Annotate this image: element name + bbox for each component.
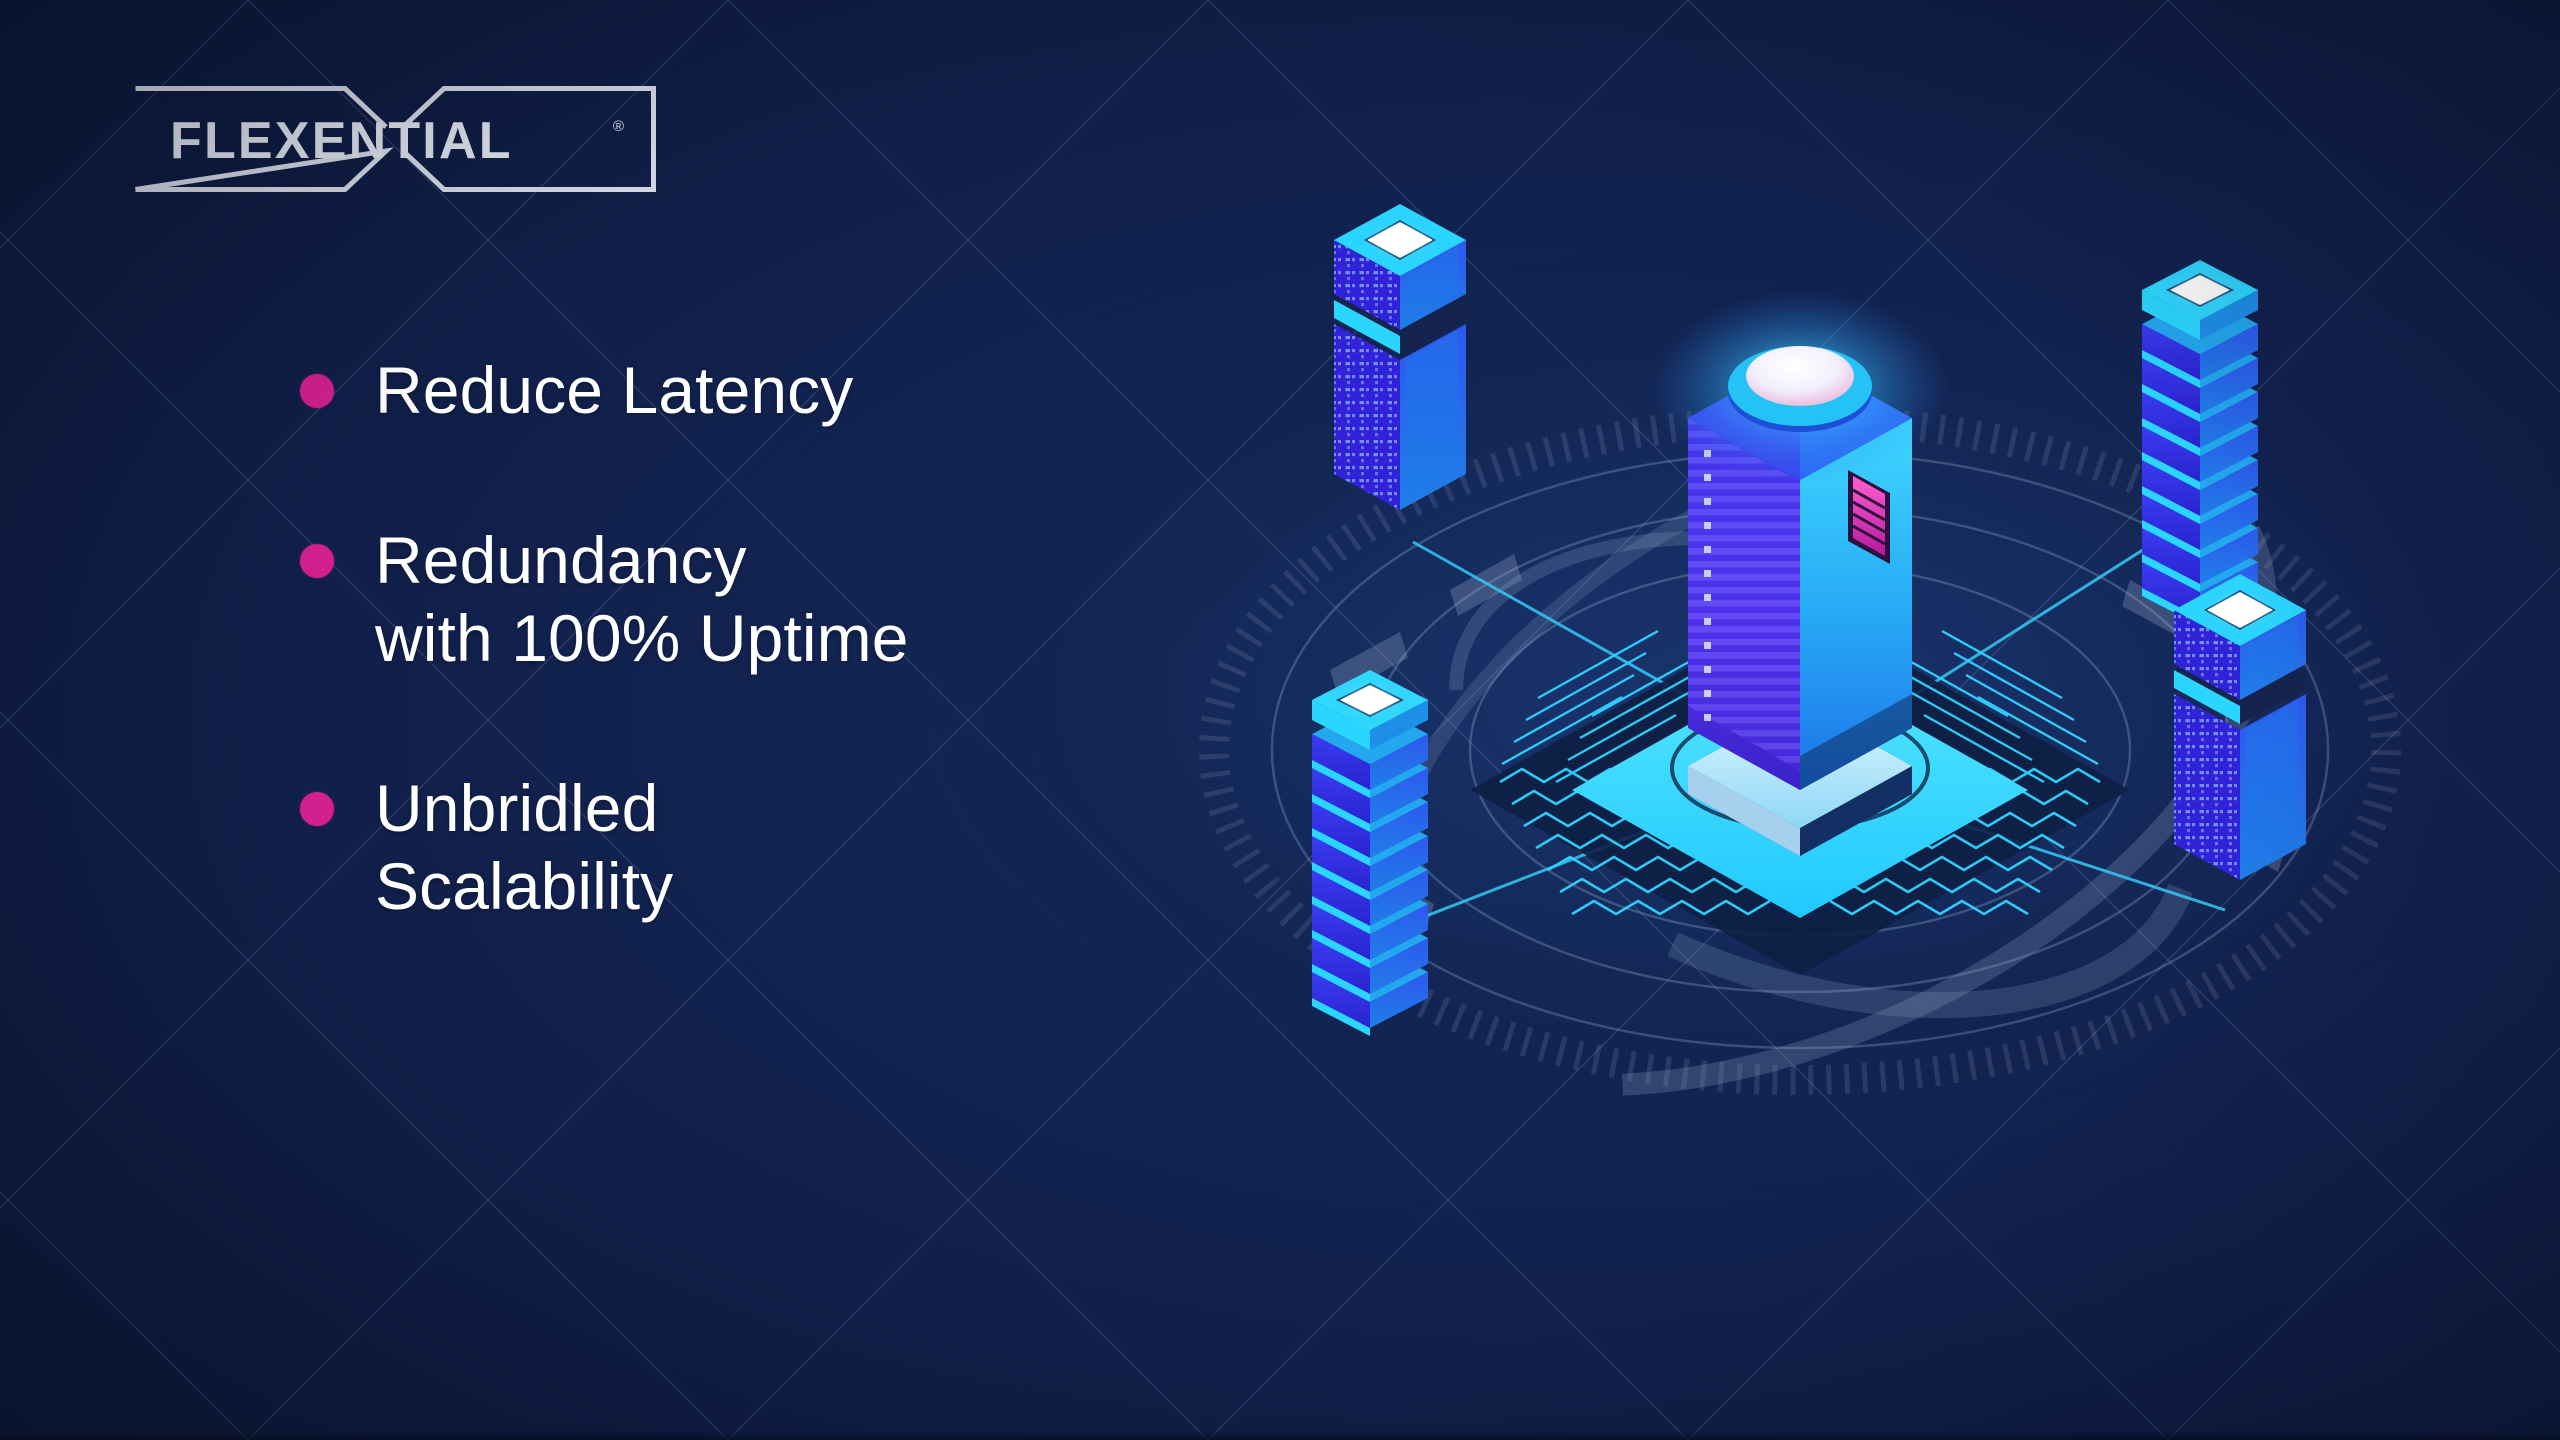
bullet-label-unbridled-scalability: Unbridled Scalability bbox=[375, 770, 674, 923]
rack-top-right[interactable] bbox=[2142, 260, 2258, 626]
rack-slabs bbox=[1312, 704, 1428, 1036]
bullet-label-reduce-latency: Reduce Latency bbox=[375, 353, 854, 427]
central-data-center-tower[interactable] bbox=[1650, 290, 1950, 856]
svg-text:®: ® bbox=[613, 118, 624, 135]
isometric-data-center-illustration bbox=[1100, 204, 2520, 1250]
svg-text:FLEXENTIAL: FLEXENTIAL bbox=[170, 112, 513, 170]
rack-bottom-left[interactable] bbox=[1312, 670, 1428, 1036]
bottom-edge-shadow bbox=[0, 1430, 2560, 1440]
rack-top-left[interactable] bbox=[1334, 204, 1466, 510]
bullet-label-redundancy-uptime: Redundancy with 100% Uptime bbox=[375, 522, 909, 675]
logo-wordmark: FLEXENTIAL ® bbox=[170, 112, 624, 170]
glowing-dome-beacon bbox=[1650, 290, 1950, 482]
bullet-dot-icon bbox=[300, 791, 334, 826]
bullet-dot-icon bbox=[300, 543, 334, 578]
bullet-dot-icon bbox=[300, 374, 334, 408]
flexential-logo[interactable]: FLEXENTIAL ® bbox=[133, 86, 656, 192]
